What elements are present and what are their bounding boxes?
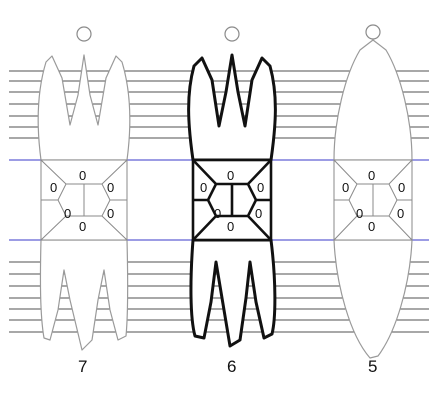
tooth-7-score-bottom[interactable]: 0 [79, 219, 86, 234]
tooth-5-number: 5 [368, 357, 377, 376]
tooth-6-number: 6 [227, 357, 236, 376]
tooth-7-score-mid-left[interactable]: 0 [64, 206, 71, 221]
tooth-7-score-top[interactable]: 0 [79, 168, 86, 183]
tooth-indicator-circle[interactable] [225, 27, 239, 41]
tooth-indicator-circle[interactable] [366, 25, 380, 39]
tooth-6-score-bottom[interactable]: 0 [227, 219, 234, 234]
tooth-7-crown[interactable] [38, 55, 130, 160]
tooth-7[interactable]: 0 0 0 0 0 0 7 [38, 27, 130, 376]
tooth-6[interactable]: 0 0 0 0 0 0 6 [189, 27, 276, 376]
tooth-6-root[interactable] [191, 240, 275, 346]
tooth-6-score-mid-right[interactable]: 0 [255, 206, 262, 221]
tooth-5-score-top[interactable]: 0 [368, 168, 375, 183]
tooth-5-score-right[interactable]: 0 [398, 180, 405, 195]
tooth-5-score-bottom[interactable]: 0 [368, 219, 375, 234]
tooth-7-number: 7 [78, 357, 87, 376]
tooth-5-score-mid-left[interactable]: 0 [356, 206, 363, 221]
tooth-6-score-mid-left[interactable]: 0 [214, 206, 221, 221]
tooth-6-score-right[interactable]: 0 [257, 180, 264, 195]
tooth-6-score-left[interactable]: 0 [200, 180, 207, 195]
tooth-5-score-left[interactable]: 0 [342, 180, 349, 195]
tooth-6-crown[interactable] [189, 55, 276, 160]
tooth-6-score-top[interactable]: 0 [227, 168, 234, 183]
tooth-5-score-mid-right[interactable]: 0 [397, 206, 404, 221]
tooth-7-score-right[interactable]: 0 [107, 180, 114, 195]
tooth-7-score-mid-right[interactable]: 0 [107, 206, 114, 221]
tooth-indicator-circle[interactable] [77, 27, 91, 41]
tooth-7-score-left[interactable]: 0 [50, 180, 57, 195]
